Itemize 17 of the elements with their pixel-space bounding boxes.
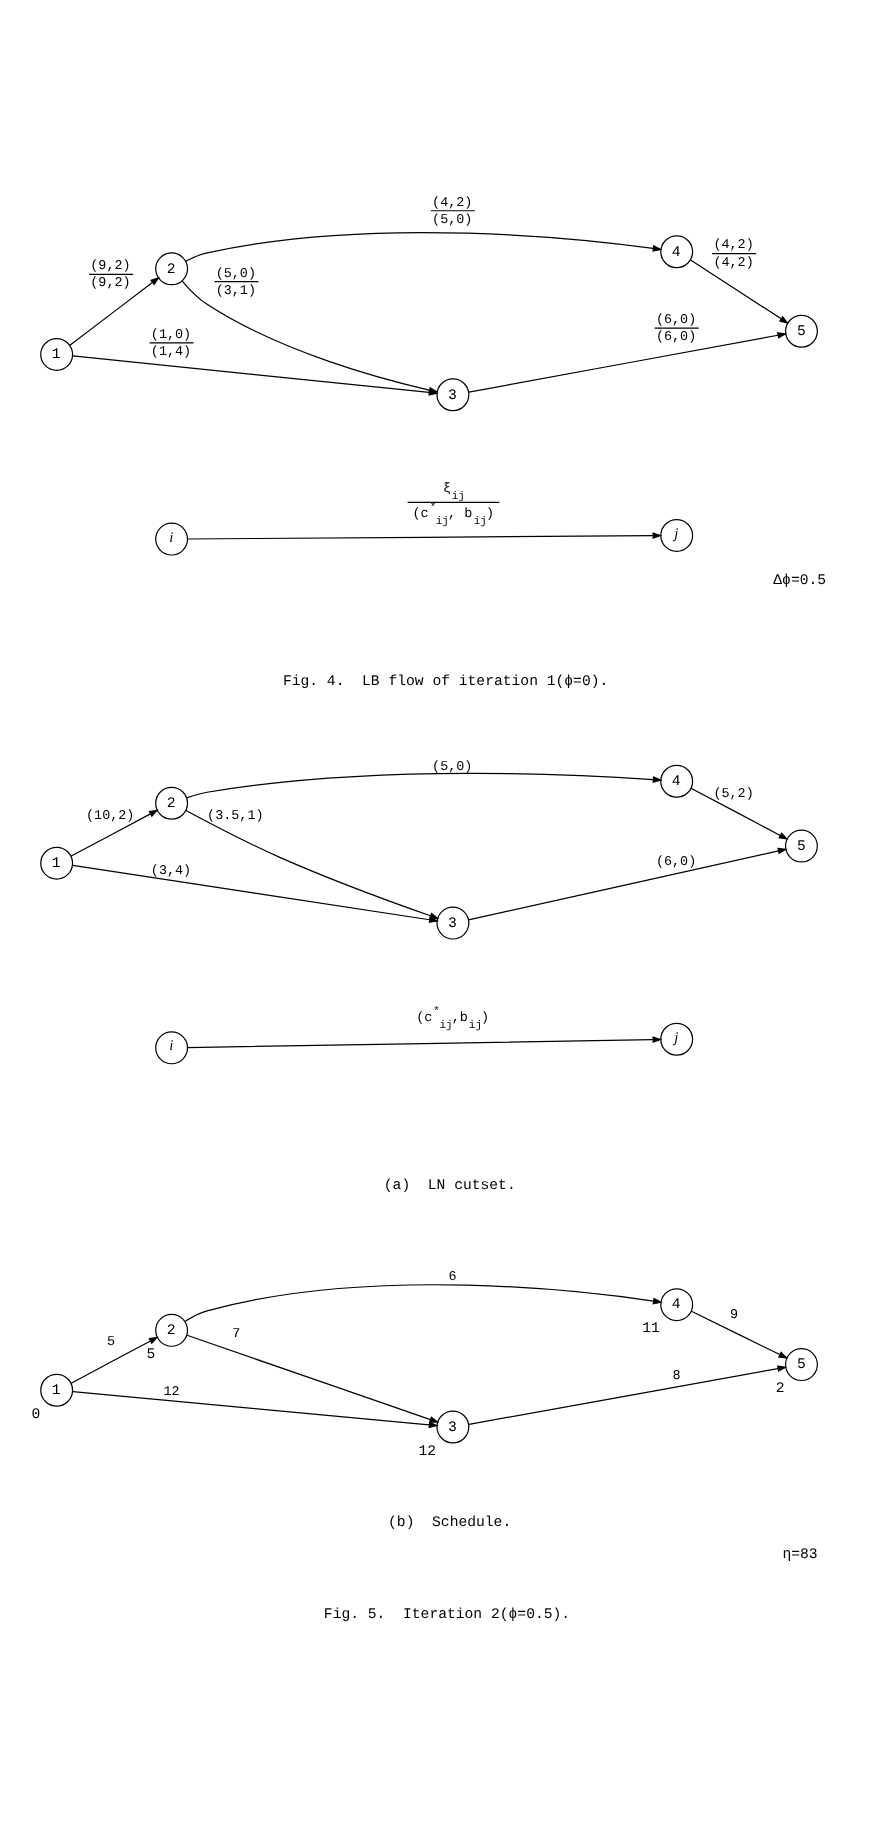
arrow — [187, 532, 663, 540]
arrow — [72, 1391, 439, 1429]
arrow — [690, 787, 789, 840]
arrow — [186, 1334, 440, 1423]
arrow — [69, 276, 160, 346]
arrow — [186, 772, 663, 799]
arrow — [187, 1036, 663, 1049]
arrow — [690, 1310, 789, 1359]
arrow — [468, 1365, 788, 1425]
arrow — [185, 809, 440, 919]
arrow — [467, 847, 788, 921]
arrow — [185, 231, 663, 262]
arrow — [689, 259, 790, 324]
arrow — [468, 332, 788, 393]
arrow — [70, 809, 159, 857]
arrow — [184, 1284, 663, 1323]
arrow — [70, 1336, 159, 1384]
